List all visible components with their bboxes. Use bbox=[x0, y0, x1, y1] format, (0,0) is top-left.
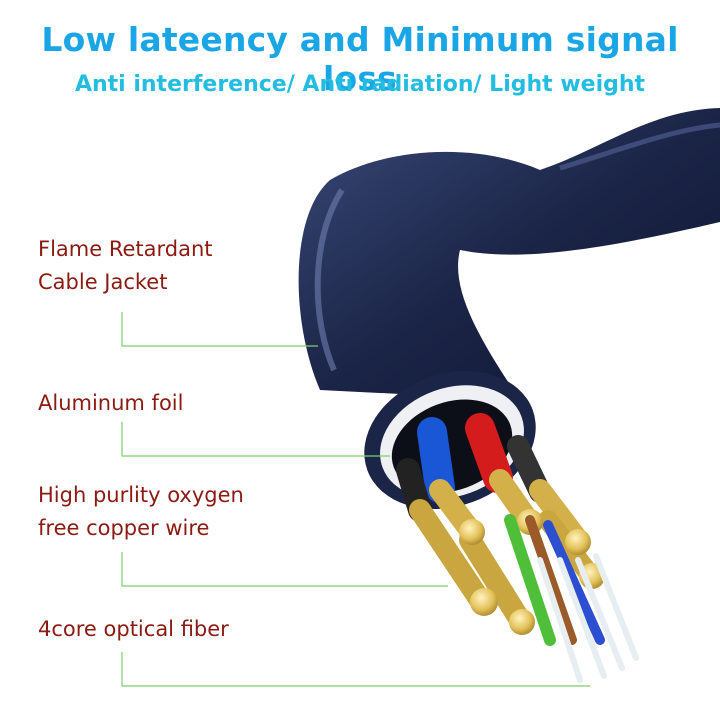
leader-line-jacket bbox=[121, 312, 318, 347]
callout-cable-jacket: Flame Retardant Cable Jacket bbox=[38, 233, 213, 299]
callout-cable-jacket-line-2: Cable Jacket bbox=[38, 270, 168, 294]
cable-jacket bbox=[298, 108, 720, 400]
callout-optical-fiber: 4core optical fiber bbox=[38, 613, 229, 646]
callout-copper-wire: High purlity oxygen free copper wire bbox=[38, 479, 244, 545]
leader-line-copper bbox=[121, 552, 448, 587]
leader-line-fiber bbox=[121, 652, 590, 687]
headline-title: Low lateency and Minimum signal loss bbox=[41, 20, 679, 98]
callout-optical-fiber-line-1: 4core optical fiber bbox=[38, 617, 229, 641]
callout-copper-wire-line-1: High purlity oxygen bbox=[38, 483, 244, 507]
callout-cable-jacket-line-1: Flame Retardant bbox=[38, 237, 213, 261]
leader-lines bbox=[121, 312, 590, 687]
callout-copper-wire-line-2: free copper wire bbox=[38, 516, 210, 540]
callout-aluminum-foil-line-1: Aluminum foil bbox=[38, 391, 184, 415]
leader-line-foil bbox=[121, 422, 390, 457]
optical-fibers bbox=[504, 514, 639, 683]
callout-aluminum-foil: Aluminum foil bbox=[38, 387, 183, 420]
headline-subtitle: Anti interference/ Anti radiation/ Light… bbox=[74, 72, 646, 97]
